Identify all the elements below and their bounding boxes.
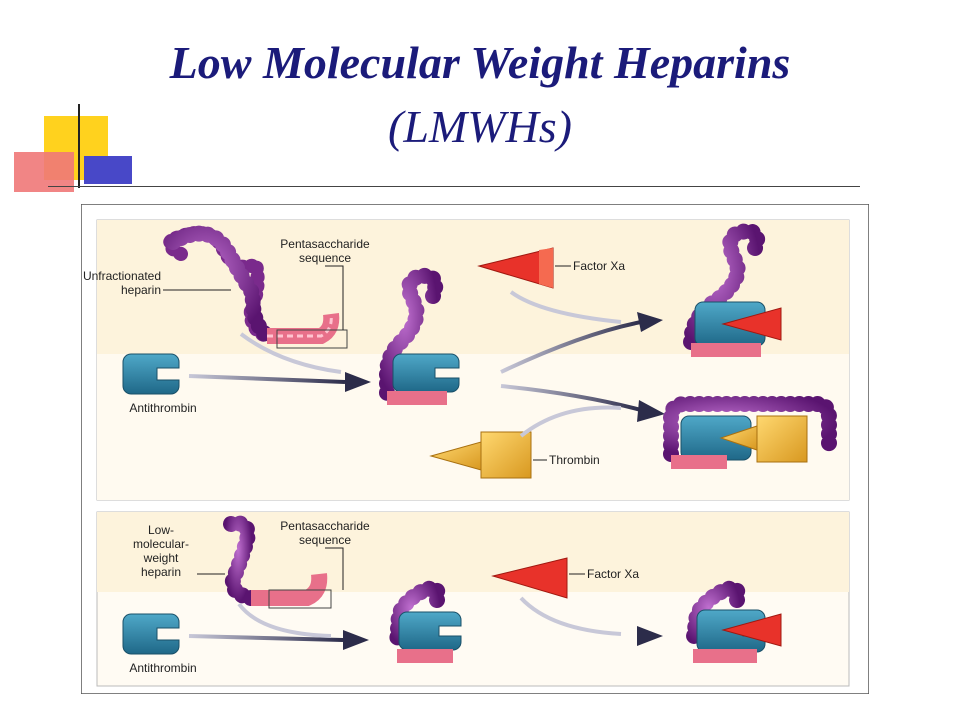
factor-xa-label-bottom: Factor Xa (587, 567, 639, 581)
arrow-to-thrombin-complex-head (637, 400, 665, 422)
decor-red-square (14, 152, 74, 192)
unfractionated-heparin-chain (162, 225, 275, 344)
lmwh-factor-xa-complex (685, 580, 782, 663)
unfractionated-heparin-label-2: heparin (121, 283, 161, 297)
arrow-to-factor-xa-complex (500, 320, 642, 374)
arrow-lmwh-in (237, 602, 332, 638)
factor-xa-inhibited-complex (683, 223, 782, 357)
pentasaccharide-segment (267, 313, 348, 349)
arrow-factor-xa-in-bottom (519, 596, 622, 636)
thrombin-label: Thrombin (549, 453, 600, 467)
arrow-heparin-to-complex (239, 332, 342, 374)
factor-xa-molecule (477, 247, 554, 289)
arrow-to-complex-head (345, 372, 371, 392)
antithrombin-molecule-bottom (122, 613, 180, 655)
lmwh-label-2: molecular- (133, 537, 189, 551)
figure-svg: Unfractionated heparin Pentasaccharide s… (80, 203, 870, 695)
arrow-to-factor-xa-complex-head (637, 312, 663, 332)
pentasaccharide-leader-line (325, 265, 344, 330)
factor-xa-label: Factor Xa (573, 259, 625, 273)
lmwh-pentasaccharide-label-2: sequence (299, 533, 351, 547)
decor-horizontal-line (48, 186, 860, 187)
decor-vertical-line (78, 104, 80, 188)
slide-subtitle: (LMWHs) (388, 101, 572, 152)
arrow-to-lmwh-complex (188, 634, 344, 642)
lmwh-label-4: heparin (141, 565, 181, 579)
arrow-factor-xa-in (509, 290, 622, 324)
antithrombin-heparin-complex (379, 267, 460, 405)
lmwh-label-3: weight (143, 551, 179, 565)
antithrombin-label-bottom: Antithrombin (129, 661, 196, 675)
lmwh-pentasaccharide-leader (325, 547, 344, 590)
arrow-to-thrombin-complex (500, 384, 642, 412)
antithrombin-label: Antithrombin (129, 401, 196, 415)
lmwh-pentasaccharide-label-1: Pentasaccharide (280, 519, 370, 533)
lmwh-chain (223, 515, 332, 609)
thrombin-molecule (429, 431, 532, 479)
slide-title: Low Molecular Weight Heparins (169, 37, 791, 88)
arrow-to-lmwh-complex-head (343, 630, 369, 650)
pentasaccharide-label-1: Pentasaccharide (280, 237, 370, 251)
decor-blue-square (84, 156, 132, 184)
lmwh-label-1: Low- (148, 523, 174, 537)
unfractionated-heparin-label-1: Unfractionated (83, 269, 161, 283)
arrow-to-lmwh-xa-complex-head (637, 626, 663, 646)
thrombin-inhibited-complex (663, 396, 837, 469)
antithrombin-molecule (122, 353, 180, 395)
lmwh-antithrombin-complex (389, 580, 462, 663)
arrow-thrombin-in (519, 405, 622, 438)
heparin-mechanism-figure: Unfractionated heparin Pentasaccharide s… (80, 203, 870, 695)
arrow-to-complex (188, 374, 346, 384)
factor-xa-molecule-bottom (491, 557, 568, 599)
pentasaccharide-label-2: sequence (299, 251, 351, 265)
